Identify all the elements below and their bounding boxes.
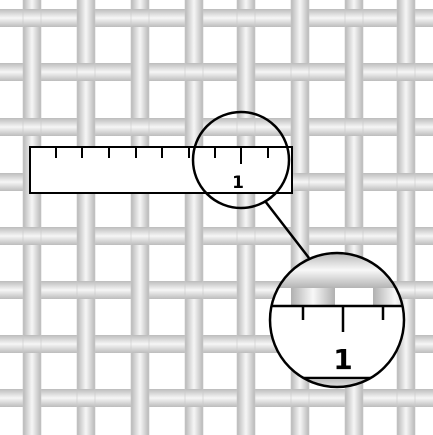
magnified-view: 1 — [260, 248, 420, 407]
thread-crossing — [344, 227, 364, 245]
vertical-thread — [23, 0, 41, 435]
thread-crossing — [396, 63, 416, 81]
vertical-thread — [131, 0, 149, 435]
thread-crossing — [22, 227, 42, 245]
thread-crossing — [290, 389, 310, 407]
ruler-label-1: 1 — [232, 173, 244, 193]
thread-crossing — [396, 173, 416, 191]
thread-crossing — [76, 63, 96, 81]
thread-crossing — [344, 118, 364, 136]
ruler: 1 — [30, 147, 292, 193]
horizontal-thread — [0, 63, 433, 81]
thread-crossing — [130, 227, 150, 245]
horizontal-thread — [0, 118, 433, 136]
magnified-label-1: 1 — [333, 343, 352, 376]
thread-crossing — [344, 9, 364, 27]
thread-crossing — [184, 389, 204, 407]
thread-crossing — [22, 9, 42, 27]
vertical-thread — [237, 0, 255, 435]
thread-crossing — [184, 63, 204, 81]
horizontal-thread — [0, 227, 433, 245]
thread-crossing — [184, 281, 204, 299]
thread-crossing — [236, 335, 256, 353]
thread-crossing — [22, 335, 42, 353]
horizontal-thread — [0, 389, 433, 407]
thread-crossing — [130, 9, 150, 27]
thread-crossing — [290, 63, 310, 81]
thread-crossing — [130, 335, 150, 353]
thread-crossing — [76, 281, 96, 299]
thread-crossing — [236, 227, 256, 245]
thread-crossing — [22, 118, 42, 136]
thread-crossing — [130, 118, 150, 136]
thread-crossing — [396, 389, 416, 407]
horizontal-thread — [0, 9, 433, 27]
thread-crossing — [236, 9, 256, 27]
thread-crossing — [236, 118, 256, 136]
thread-crossing — [76, 389, 96, 407]
